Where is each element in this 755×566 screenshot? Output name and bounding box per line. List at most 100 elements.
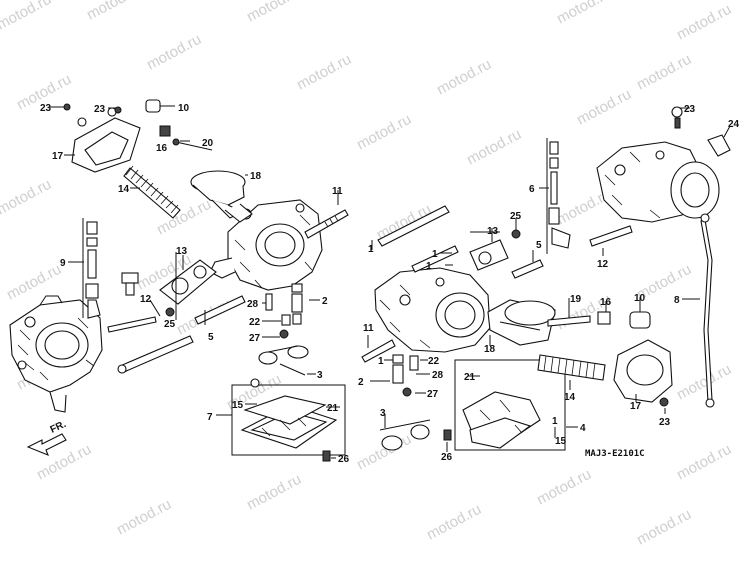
watermark-layer: motod.ru motod.ru motod.ru motod.ru moto…	[0, 0, 734, 549]
callout-label: 27	[249, 333, 261, 344]
callout-label: 1	[378, 356, 384, 367]
carburetor-body-right	[596, 141, 720, 223]
direction-label: FR.	[49, 419, 68, 436]
callout-label: 14	[118, 184, 130, 195]
float-3-left	[250, 345, 309, 388]
callout-label: 28	[247, 299, 259, 310]
adjuster-2-center	[392, 354, 419, 397]
t-fitting-left	[121, 272, 139, 296]
float-3-center	[379, 419, 431, 451]
callout-label: 12	[597, 259, 609, 270]
callout-label: 17	[630, 401, 642, 412]
callout-label: 1	[368, 244, 374, 255]
rod-11-center	[361, 339, 396, 363]
callout-label: 3	[380, 408, 386, 419]
callout-label: 14	[564, 392, 576, 403]
watermark: motod.ru	[434, 56, 494, 99]
callout-label: 25	[510, 211, 522, 222]
joint-13-left	[159, 259, 217, 305]
fuel-rod-12-right	[589, 225, 633, 247]
watermark: motod.ru	[424, 501, 484, 544]
callout-label: 23	[94, 104, 106, 115]
callout-label: 15	[555, 436, 567, 447]
bolt-19	[547, 315, 591, 327]
callout-label: 11	[332, 186, 343, 197]
callout-label: 20	[202, 138, 214, 149]
joint-13-center	[469, 239, 509, 271]
callout-label: 17	[52, 151, 64, 162]
fuel-rod-5-left	[194, 295, 246, 325]
watermark: motod.ru	[674, 361, 734, 404]
callout-label: 1	[552, 416, 558, 427]
watermark: motod.ru	[674, 1, 734, 44]
callout-label: 22	[428, 356, 440, 367]
callout-label: 23	[659, 417, 671, 428]
callout-label: 10	[634, 293, 646, 304]
watermark: motod.ru	[534, 466, 594, 509]
carburetor-body-upper-left	[209, 199, 323, 291]
callout-label: 24	[728, 119, 740, 130]
watermark: motod.ru	[354, 111, 414, 154]
callout-label: 25	[164, 319, 176, 330]
spring-left	[123, 165, 181, 219]
callout-label: 11	[363, 323, 374, 334]
callout-label: 2	[322, 296, 328, 307]
jet-needle-left	[172, 138, 213, 151]
callout-label: 3	[317, 370, 323, 381]
screw-23-bottom	[659, 397, 669, 407]
vacuum-chamber-cover-left	[71, 107, 141, 173]
float-bowl-left	[240, 395, 338, 449]
carburetor-body-left	[9, 295, 103, 413]
callout-label: 15	[232, 400, 244, 411]
watermark: motod.ru	[634, 506, 694, 549]
clip-24	[707, 134, 731, 157]
tube-6-right	[548, 141, 571, 249]
callout-label: 8	[674, 295, 680, 306]
adjuster-2-left	[291, 283, 303, 325]
callout-label: 9	[60, 258, 66, 269]
watermark: motod.ru	[354, 431, 414, 474]
callout-label: 5	[208, 332, 214, 343]
watermark: motod.ru	[84, 0, 144, 24]
callout-label: 10	[178, 103, 190, 114]
watermark: motod.ru	[244, 0, 304, 26]
watermark: motod.ru	[554, 0, 614, 28]
fuel-rod-long-left	[117, 335, 194, 374]
watermark: motod.ru	[0, 0, 54, 34]
callouts: 23 23 10 16 20 17 18 14 11 9 13 25 12 5 …	[40, 103, 740, 465]
watermark: motod.ru	[4, 261, 64, 304]
watermark: motod.ru	[144, 31, 204, 74]
bolt-26-left	[322, 450, 331, 462]
screw-23-right	[671, 106, 683, 129]
diaphragm-left	[190, 170, 253, 223]
nut-25-center	[511, 229, 521, 239]
callout-label: 18	[250, 171, 262, 182]
watermark: motod.ru	[114, 496, 174, 539]
callout-label: 4	[580, 423, 586, 434]
washer-27-left	[279, 329, 289, 339]
callout-label: 27	[427, 389, 439, 400]
choke-cap-right	[629, 311, 651, 329]
fuel-rod-5-center	[511, 259, 544, 279]
callout-label: 22	[249, 317, 261, 328]
float-bowl-bracket-center	[454, 359, 566, 451]
fuel-rod-12-left	[107, 316, 157, 333]
callout-label: 23	[684, 104, 696, 115]
callout-label: 6	[529, 184, 535, 195]
callout-label: 1	[432, 249, 438, 260]
callout-label: 2	[358, 377, 364, 388]
nut-25-left	[165, 307, 175, 317]
callout-label: 21	[327, 403, 339, 414]
watermark: motod.ru	[244, 471, 304, 514]
watermark: motod.ru	[464, 126, 524, 169]
watermark: motod.ru	[294, 51, 354, 94]
callout-label: 21	[464, 372, 476, 383]
callout-label: 26	[338, 454, 350, 465]
choke-cap-left	[145, 99, 171, 137]
carburetor-body-center	[374, 267, 491, 353]
callout-label: 7	[207, 412, 213, 423]
watermark: motod.ru	[634, 51, 694, 94]
screw-16-right	[597, 311, 611, 325]
diagram-code: MAJ3-E2101C	[585, 449, 645, 459]
